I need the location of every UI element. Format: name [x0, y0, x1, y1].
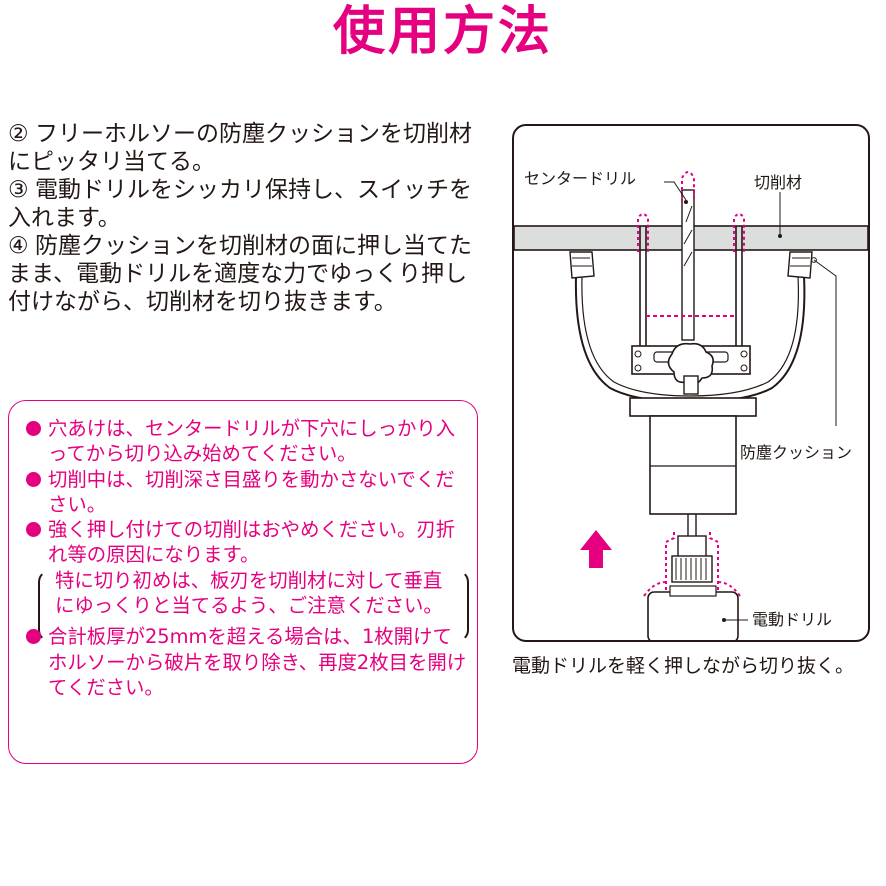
left-bracket-icon	[38, 569, 50, 642]
step-marker: ③	[8, 177, 29, 203]
step-text: 防塵クッションを切削材の面に押し当てたまま、電動ドリルを適度な力でゆっくり押し付…	[8, 233, 472, 315]
up-arrow-icon	[580, 530, 612, 568]
caution-item: 強く押し付けての切削はおやめください。刃折れ等の原因になります。	[25, 517, 471, 568]
step-marker: ②	[8, 121, 29, 147]
chuck-knurl	[671, 555, 713, 583]
center-drill-tip-outline	[681, 171, 695, 202]
label-power-drill: 電動ドリル	[752, 610, 833, 629]
drill-collar	[669, 585, 717, 597]
caution-text: 合計板厚が25mmを超える場合は、1枚開けてホルソーから破片を取り除き、再度2枚…	[48, 625, 467, 699]
center-drill-bit	[681, 189, 695, 341]
arbor-shaft	[683, 375, 699, 395]
leader-dot	[684, 200, 688, 204]
caution-text: 穴あけは、センタードリルが下穴にしっかり入ってから切り込み始めてください。	[48, 417, 456, 466]
leader-dot	[722, 618, 726, 622]
screw-icon	[740, 364, 748, 372]
parenthetical-text: 特に切り初めは、板刃を切削材に対して垂直にゆっくりと当てるよう、ご注意ください。	[55, 568, 443, 618]
caution-item: 穴あけは、センタードリルが下穴にしっかり入ってから切り込み始めてください。	[25, 416, 471, 467]
label-dust-cushion: 防塵クッション	[740, 443, 853, 462]
leader-dot	[811, 257, 817, 263]
leader-cushion	[813, 259, 837, 426]
step-text: 電動ドリルをシッカリ保持し、スイッチを入れます。	[8, 177, 472, 231]
dust-cushion-left-ridges	[572, 257, 592, 267]
screw-icon	[634, 364, 642, 372]
chuck-nose	[677, 535, 707, 559]
right-bracket-icon	[457, 569, 469, 642]
caution-item: 切削中は、切削深さ目盛りを動かさないでください。	[25, 467, 471, 518]
caution-item: 合計板厚が25mmを超える場合は、1枚開けてホルソーから破片を取り除き、再度2枚…	[25, 624, 471, 700]
step-marker: ④	[8, 233, 29, 259]
bullet-dot-icon	[26, 629, 41, 645]
step-text: フリーホルソーの防塵クッションを切削材にピッタリ当てる。	[8, 121, 472, 175]
caution-box: 穴あけは、センタードリルが下穴にしっかり入ってから切り込み始めてください。 切削…	[8, 400, 478, 764]
dust-cushion-left	[569, 251, 595, 279]
leader-dot	[778, 234, 782, 238]
caution-text: 強く押し付けての切削はおやめください。刃折れ等の原因になります。	[48, 518, 456, 567]
knurl-lines	[675, 558, 707, 580]
label-workpiece: 切削材	[754, 173, 803, 192]
dust-cushion-right	[787, 251, 813, 279]
cushion-frame-inner	[581, 275, 800, 397]
screw-icon	[634, 350, 642, 358]
power-drill-body	[647, 591, 739, 640]
bullet-dot-icon	[26, 471, 41, 487]
caution-text: 切削中は、切削深さ目盛りを動かさないでください。	[48, 467, 455, 516]
flange	[629, 397, 757, 417]
diagram-caption: 電動ドリルを軽く押しながら切り抜く。	[512, 655, 855, 677]
screw-icon	[740, 350, 748, 358]
leader-center-drill	[664, 181, 687, 201]
page-title: 使用方法	[332, 2, 553, 62]
drill-top-dashed	[643, 581, 741, 597]
drill-flute-lines	[683, 205, 693, 267]
caution-parenthetical: 特に切り初めは、板刃を切削材に対して垂直にゆっくりと当てるよう、ご注意ください。	[38, 568, 469, 642]
bullet-dot-icon	[26, 421, 41, 436]
bullet-dot-icon	[26, 522, 41, 538]
usage-diagram: センタードリル 切削材 防塵クッション 電動ドリル	[512, 124, 870, 642]
chuck-dashed-outline	[665, 530, 719, 596]
dust-cushion-right-ridges	[790, 257, 810, 267]
hole-saw-illustration	[514, 171, 868, 640]
hole-saw-body	[649, 415, 737, 515]
label-center-drill: センタードリル	[524, 169, 637, 188]
